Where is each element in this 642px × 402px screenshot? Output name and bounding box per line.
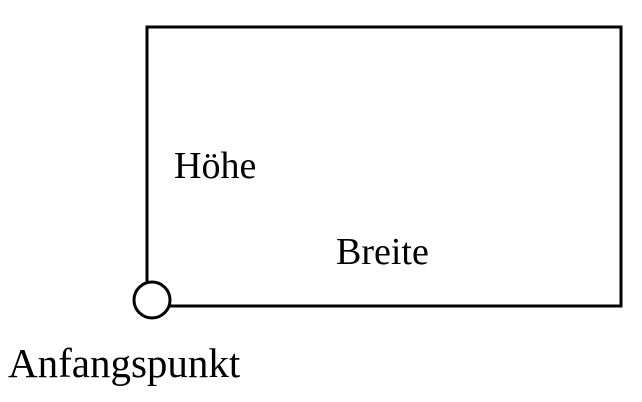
width-label: Breite xyxy=(336,231,429,273)
origin-marker xyxy=(132,280,172,320)
rectangle-shape xyxy=(145,25,623,308)
height-label: Höhe xyxy=(174,145,257,187)
origin-label: Anfangspunkt xyxy=(8,340,241,386)
